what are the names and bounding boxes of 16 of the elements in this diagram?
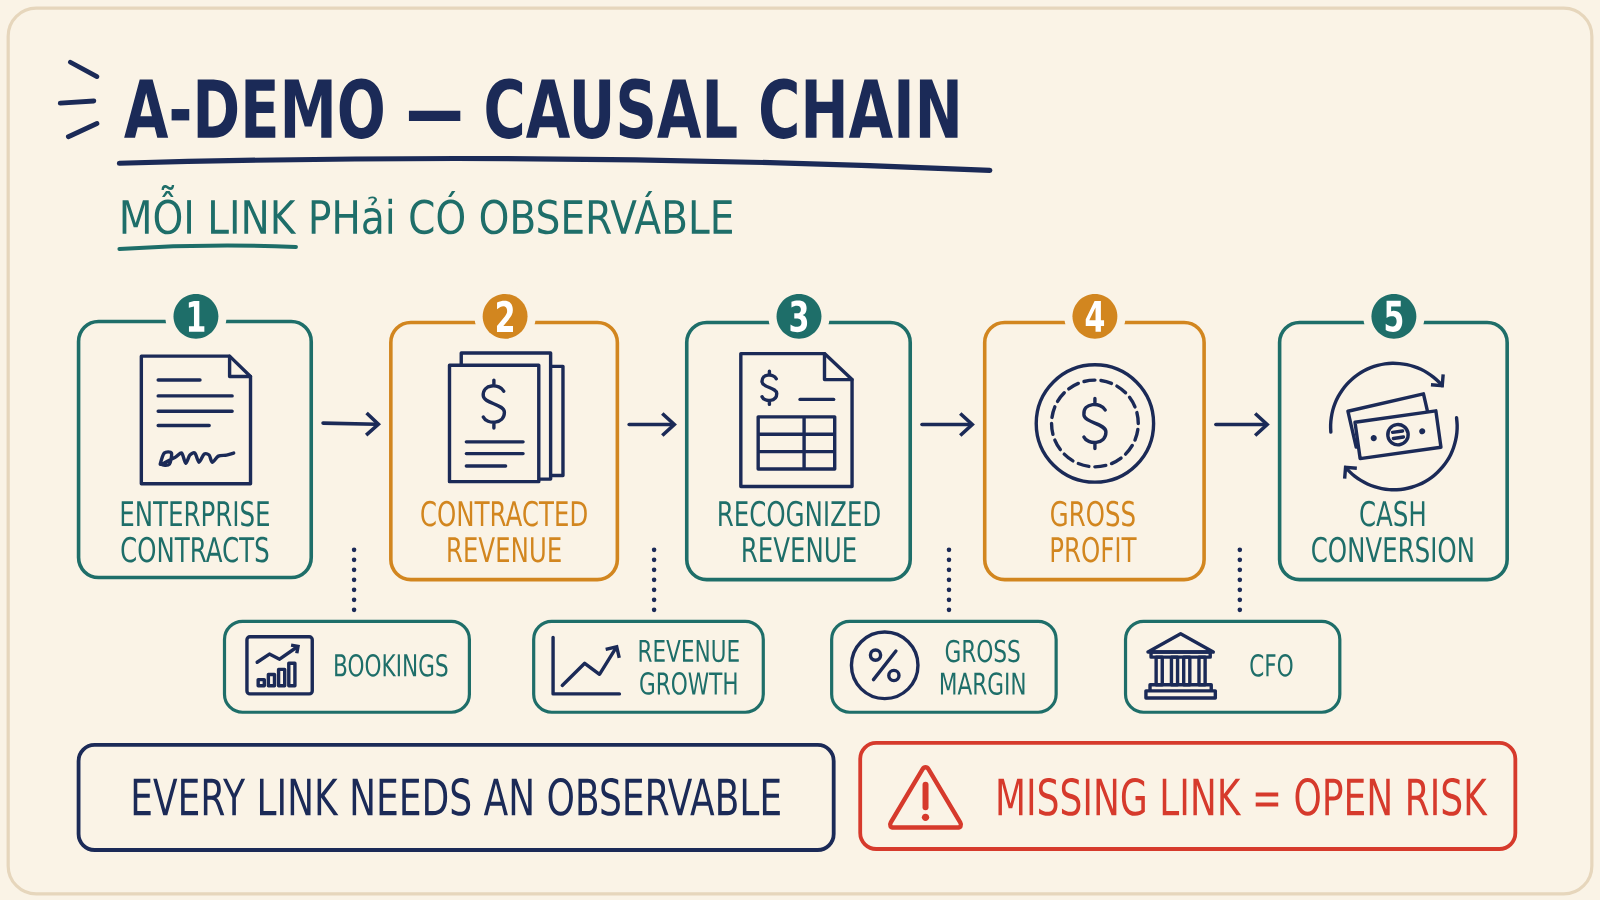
- subtitle: MỖI LINK PHải CÓ OBSERVÁBLE: [122, 185, 732, 235]
- number-badge: 3: [776, 293, 822, 339]
- number-badge: 4: [1072, 293, 1118, 339]
- number-badge: 1: [173, 293, 219, 339]
- number-badge: 5: [1371, 293, 1417, 339]
- title: A-DEMO — CAUSAL CHAIN: [124, 78, 958, 139]
- note-box: EVERY LINK NEEDS AN OBSERVABLE: [76, 743, 836, 852]
- arrow: [1214, 412, 1270, 437]
- arrow: [920, 412, 975, 437]
- note-box: MISSING LINK = OPEN RISK: [858, 740, 1518, 851]
- observable-box: REVENUE GROWTH: [532, 619, 765, 714]
- observable-box: BOOKINGS: [222, 619, 471, 714]
- arrow: [627, 412, 677, 437]
- observable-box: GROSS MARGIN: [830, 619, 1058, 714]
- number-badge: 2: [482, 293, 528, 339]
- arrow: [321, 411, 382, 437]
